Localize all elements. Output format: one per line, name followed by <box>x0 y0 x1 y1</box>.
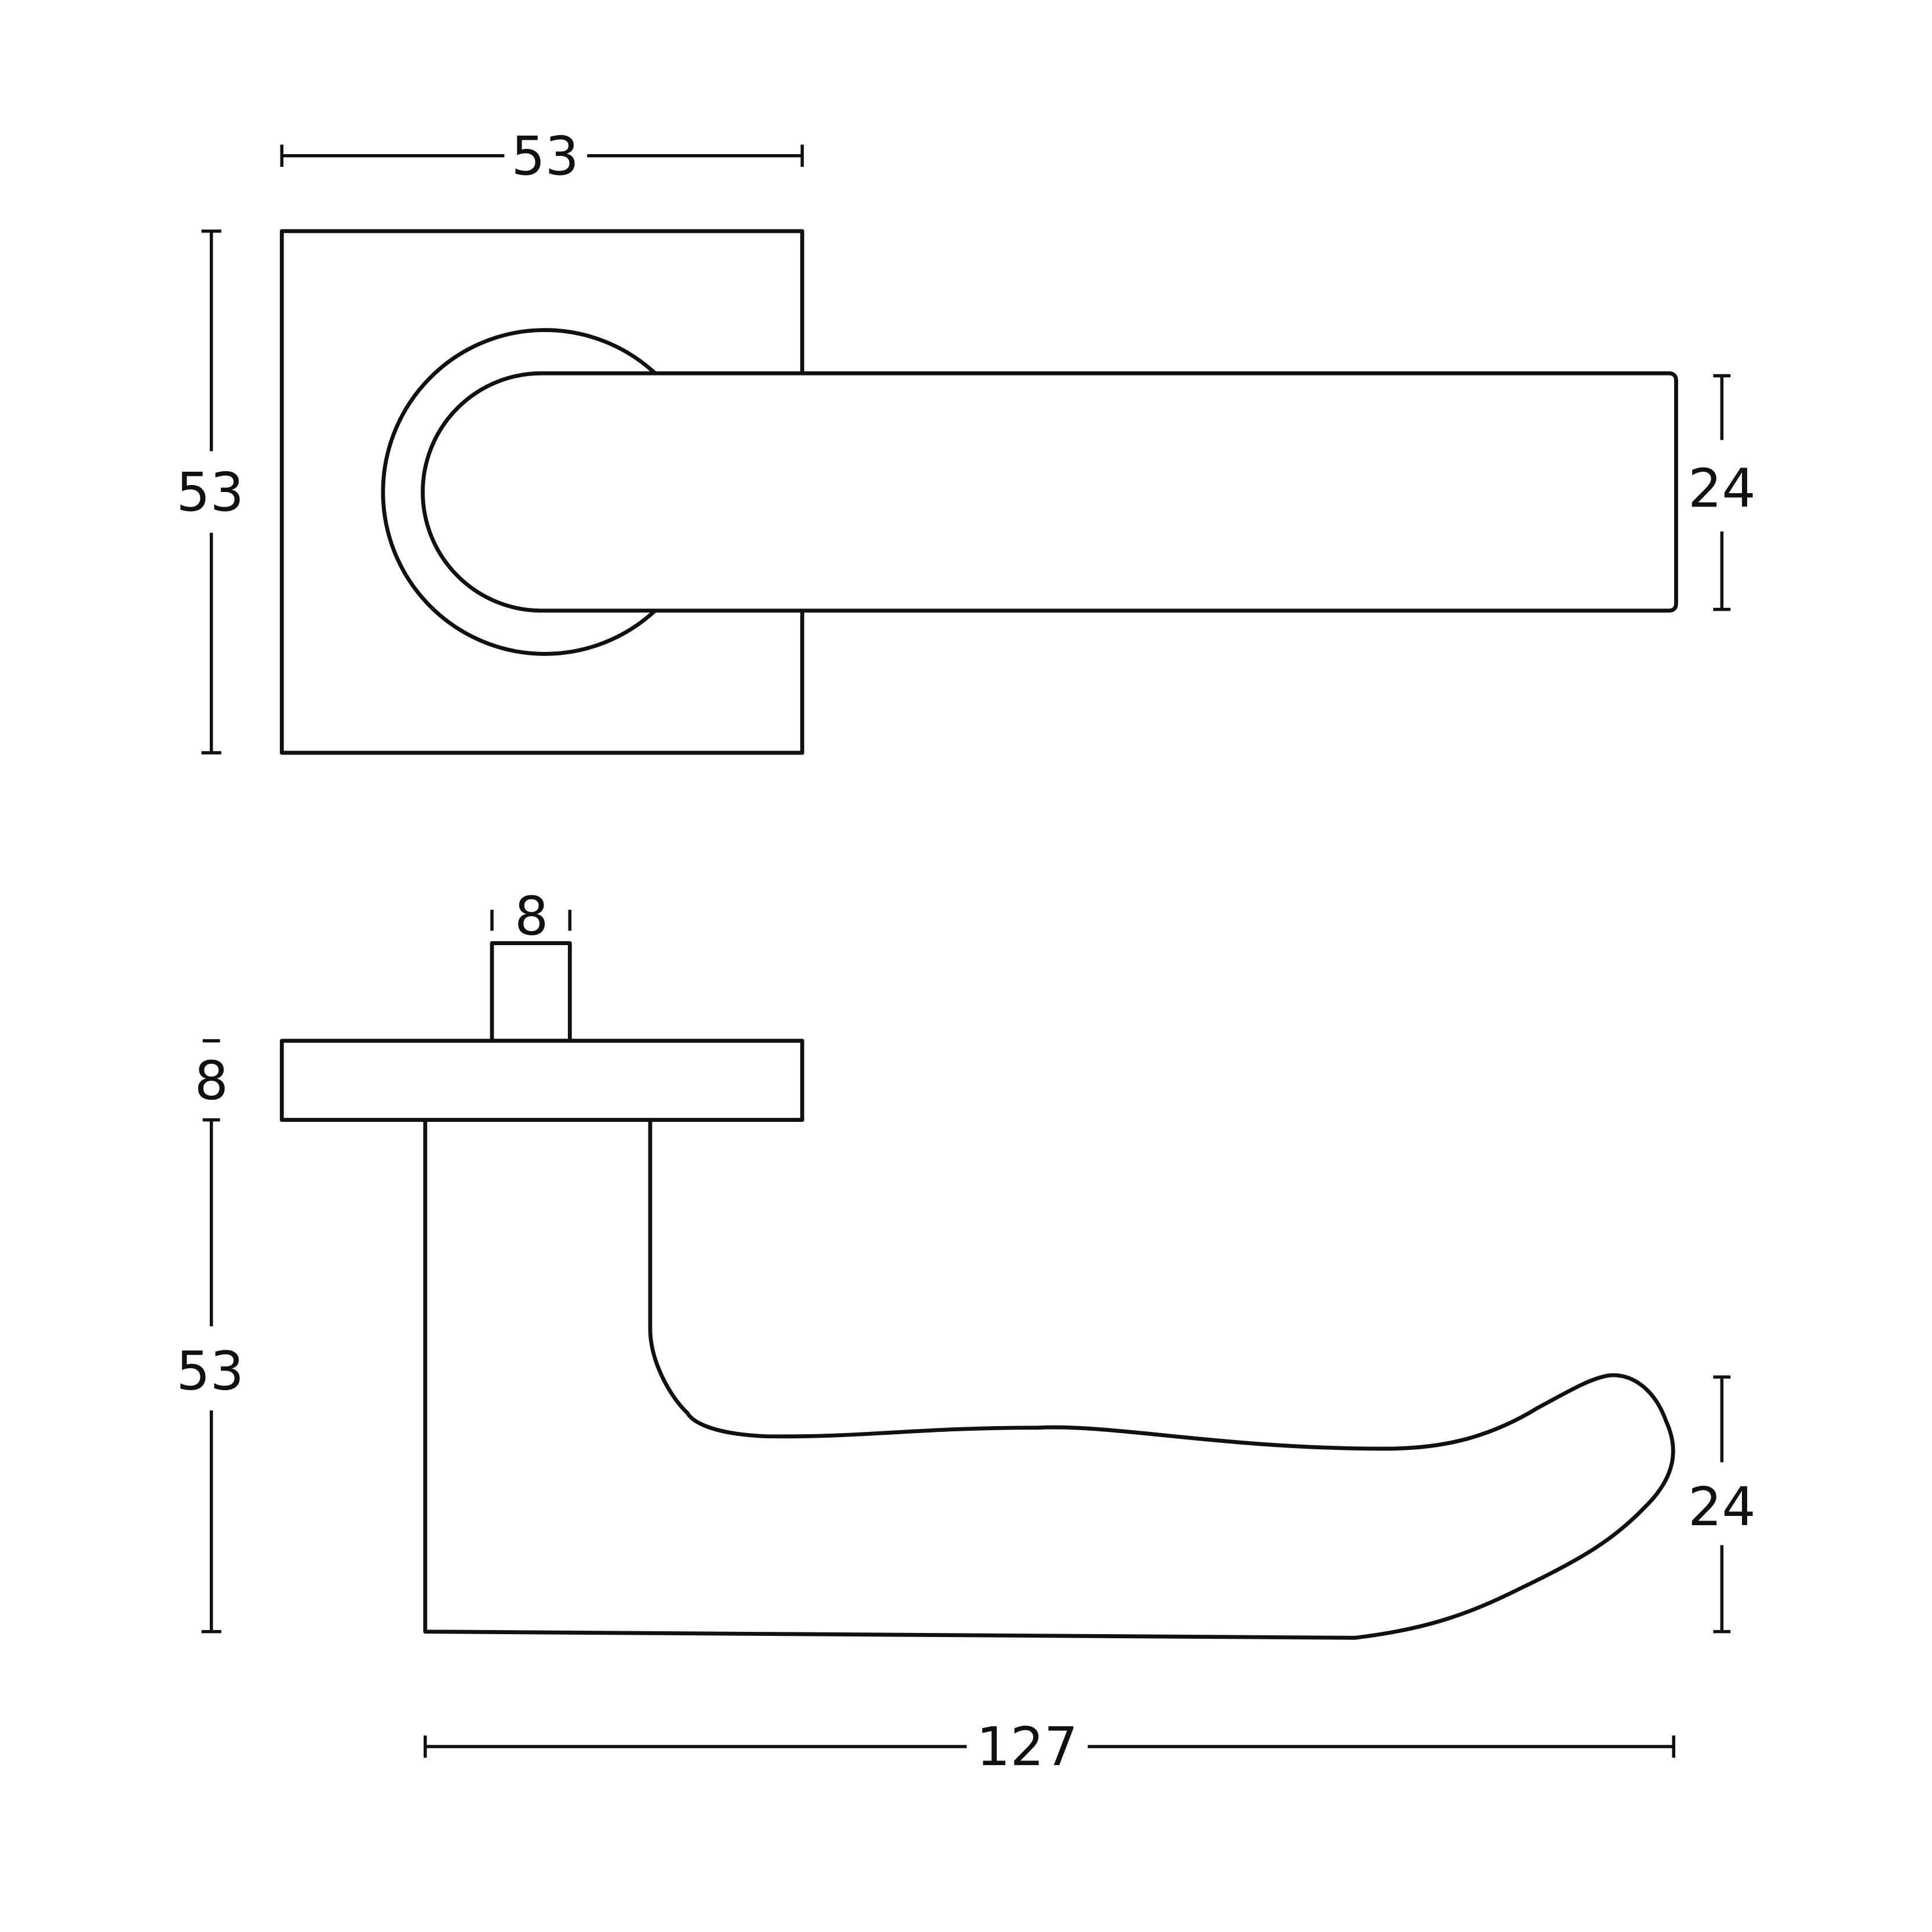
dimension-top-height-label: 53 <box>176 461 244 523</box>
dimension-spindle-width: 8 <box>490 885 572 947</box>
side-view-spindle <box>490 941 572 1043</box>
top-view <box>279 229 1678 755</box>
top-view-rose <box>279 229 804 755</box>
dimension-top-width-label: 53 <box>511 125 579 187</box>
side-view-lever <box>423 1118 1675 1640</box>
side-view-rose <box>279 1038 804 1122</box>
dimension-side-length: 127 <box>424 1716 1675 1778</box>
dimension-top-lever-height-label: 24 <box>1688 458 1756 520</box>
dimension-side-lever-height: 24 <box>1688 1375 1756 1634</box>
dimension-side-lever-height-label: 24 <box>1688 1476 1756 1538</box>
dimension-side-length-label: 127 <box>976 1716 1078 1778</box>
dimension-top-width: 53 <box>280 125 804 187</box>
side-view <box>279 941 1675 1640</box>
dimension-side-height-label: 53 <box>176 1340 244 1402</box>
dimension-top-height: 53 <box>176 229 244 754</box>
top-view-collar-outer-arc <box>381 328 657 656</box>
top-view-lever <box>421 371 1678 613</box>
dimension-spindle-width-label: 8 <box>515 885 548 947</box>
dimension-side-height: 53 <box>176 1120 244 1634</box>
dimension-rose-thickness: 8 <box>195 1039 228 1122</box>
dimension-rose-thickness-label: 8 <box>195 1049 228 1111</box>
dimension-top-lever-height: 24 <box>1688 374 1756 611</box>
